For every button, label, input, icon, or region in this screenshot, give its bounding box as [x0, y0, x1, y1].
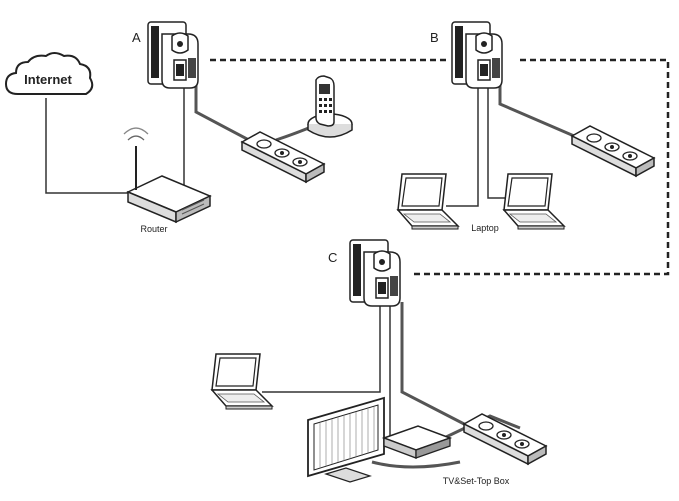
router-label: Router: [140, 224, 167, 234]
powerline-adapter-b: [451, 21, 503, 89]
tv-box-label: TV&Set-Top Box: [443, 476, 510, 486]
internet-label: Internet: [24, 72, 72, 87]
cable-a-strip: [194, 82, 265, 150]
cable-tv-box: [371, 460, 461, 469]
powerline-link-b-c: [410, 58, 670, 276]
laptop-right-icon: [503, 173, 565, 230]
cordless-phone-icon: [307, 75, 353, 138]
tv-icon: [307, 396, 385, 483]
adapter-c-label: C: [328, 250, 337, 265]
internet-cloud-icon: Internet: [4, 52, 94, 95]
adapter-b-label: B: [430, 30, 439, 45]
powerline-adapter-a: [147, 21, 199, 89]
cable-c-strip: [400, 302, 469, 428]
laptop-c-icon: [211, 353, 273, 410]
internet-cable: [45, 98, 128, 194]
power-strip-b: [571, 125, 655, 177]
cable-b-laptop-left: [446, 86, 479, 207]
router-icon: [123, 127, 212, 224]
cable-c-laptop: [262, 302, 381, 393]
cable-box-strip: [443, 414, 521, 440]
set-top-box-icon: [381, 425, 453, 459]
adapter-a-label: A: [132, 30, 141, 45]
laptop-left-icon: [397, 173, 459, 230]
powerline-adapter-c: [349, 239, 401, 307]
cable-b-laptop-right: [487, 86, 512, 199]
cable-b-strip: [498, 84, 589, 144]
laptop-label: Laptop: [471, 223, 499, 233]
power-strip-a: [241, 131, 325, 183]
